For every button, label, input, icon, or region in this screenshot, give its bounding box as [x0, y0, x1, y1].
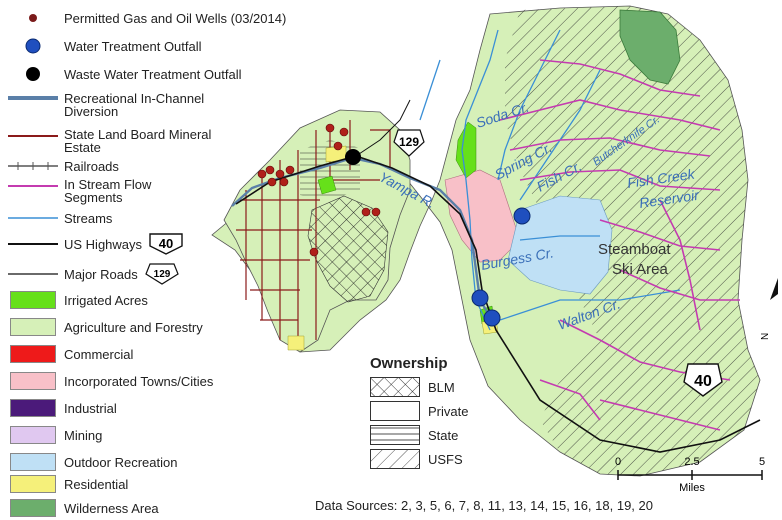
diversion-line-icon [8, 96, 58, 100]
svg-text:129: 129 [153, 269, 170, 280]
scale-bar: 0 2.5 5 Miles [600, 455, 770, 495]
irrigated-swatch [10, 291, 56, 309]
blank-swatch [370, 401, 420, 421]
ownership-state: State [370, 423, 490, 447]
legend-major-roads: Major Roads 129 [8, 262, 180, 286]
blue-dot-icon [25, 38, 41, 54]
industrial-swatch [10, 399, 56, 417]
wilderness-area [619, 9, 681, 85]
recreation-swatch [10, 453, 56, 471]
water-outfall-2 [471, 289, 489, 307]
legend-wells: Permitted Gas and Oil Wells (03/2014) [8, 8, 286, 28]
mining-swatch [10, 426, 56, 444]
svg-text:129: 129 [399, 135, 419, 149]
water-outfall-3 [483, 309, 501, 327]
hwy-40-shield: 40 [683, 363, 723, 397]
state-land-line-icon [8, 135, 58, 137]
ownership-blm: BLM [370, 375, 490, 399]
horizontal-swatch [370, 425, 420, 445]
diagonal-swatch [370, 449, 420, 469]
north-arrow: N [760, 278, 778, 340]
legend-agriculture: Agriculture and Forestry [8, 317, 203, 337]
legend-towns: Incorporated Towns/Cities [8, 371, 213, 391]
stream-line-icon [8, 217, 58, 219]
town-area [444, 169, 521, 263]
legend-us-highways: US Highways 40 [8, 232, 184, 256]
instream-line-icon [8, 185, 58, 187]
legend-irrigated: Irrigated Acres [8, 290, 148, 310]
railroad-icon [8, 162, 58, 170]
well-dot-icon [29, 14, 37, 22]
legend-residential: Residential [8, 474, 128, 494]
ownership-private: Private [370, 399, 490, 423]
scale-tick-2: 5 [759, 456, 765, 468]
legend-state-land: State Land Board Mineral Estate [8, 128, 248, 154]
label-ski-2: Ski Area [612, 261, 669, 278]
wilderness-swatch [10, 499, 56, 517]
highway-line-icon [8, 243, 58, 245]
map-legend: Permitted Gas and Oil Wells (03/2014) Wa… [0, 0, 300, 520]
agriculture-swatch [10, 318, 56, 336]
svg-text:40: 40 [694, 373, 712, 390]
legend-commercial: Commercial [8, 344, 133, 364]
ownership-legend: Ownership BLM Private State USFS [370, 355, 490, 475]
residential-swatch [10, 475, 56, 493]
major-road-129 [355, 99, 411, 157]
svg-text:40: 40 [159, 236, 173, 251]
legend-instream: In Stream Flow Segments [8, 178, 248, 204]
ownership-title: Ownership [370, 355, 448, 372]
legend-recreation: Outdoor Recreation [8, 452, 177, 472]
legend-water-outfall: Water Treatment Outfall [8, 36, 202, 56]
recreation-area [507, 195, 613, 295]
label-ski-1: Steamboat [598, 241, 671, 258]
us-highway-shield-icon: 40 [149, 233, 183, 255]
us-highway-40 [235, 155, 761, 453]
major-road-line-icon [8, 273, 58, 275]
towns-swatch [10, 372, 56, 390]
scale-unit: Miles [679, 482, 705, 494]
instream-flow-segments [499, 59, 740, 431]
legend-waste-outfall: Waste Water Treatment Outfall [8, 64, 241, 84]
crosshatch-swatch [370, 377, 420, 397]
scale-bar-graphic: 0 2.5 5 Miles [615, 456, 765, 494]
data-sources: Data Sources: 2, 3, 5, 6, 7, 8, 11, 13, … [315, 498, 653, 513]
hwy-129-shield: 129 [393, 129, 425, 157]
legend-wilderness: Wilderness Area [8, 498, 159, 518]
legend-industrial: Industrial [8, 398, 117, 418]
black-dot-icon [26, 67, 40, 81]
waste-water-outfall [345, 149, 361, 165]
scale-tick-1: 2.5 [684, 456, 699, 468]
legend-diversion: Recreational In-Channel Diversion [8, 92, 248, 118]
scale-tick-0: 0 [615, 456, 621, 468]
svg-text:N: N [760, 333, 771, 340]
water-outfall-1 [513, 207, 531, 225]
ownership-usfs: USFS [370, 447, 490, 471]
gas-oil-wells [257, 123, 381, 257]
state-road-shield-icon: 129 [144, 263, 179, 285]
commercial-swatch [10, 345, 56, 363]
legend-mining: Mining [8, 425, 102, 445]
legend-railroads: Railroads [8, 156, 119, 176]
legend-streams: Streams [8, 208, 112, 228]
